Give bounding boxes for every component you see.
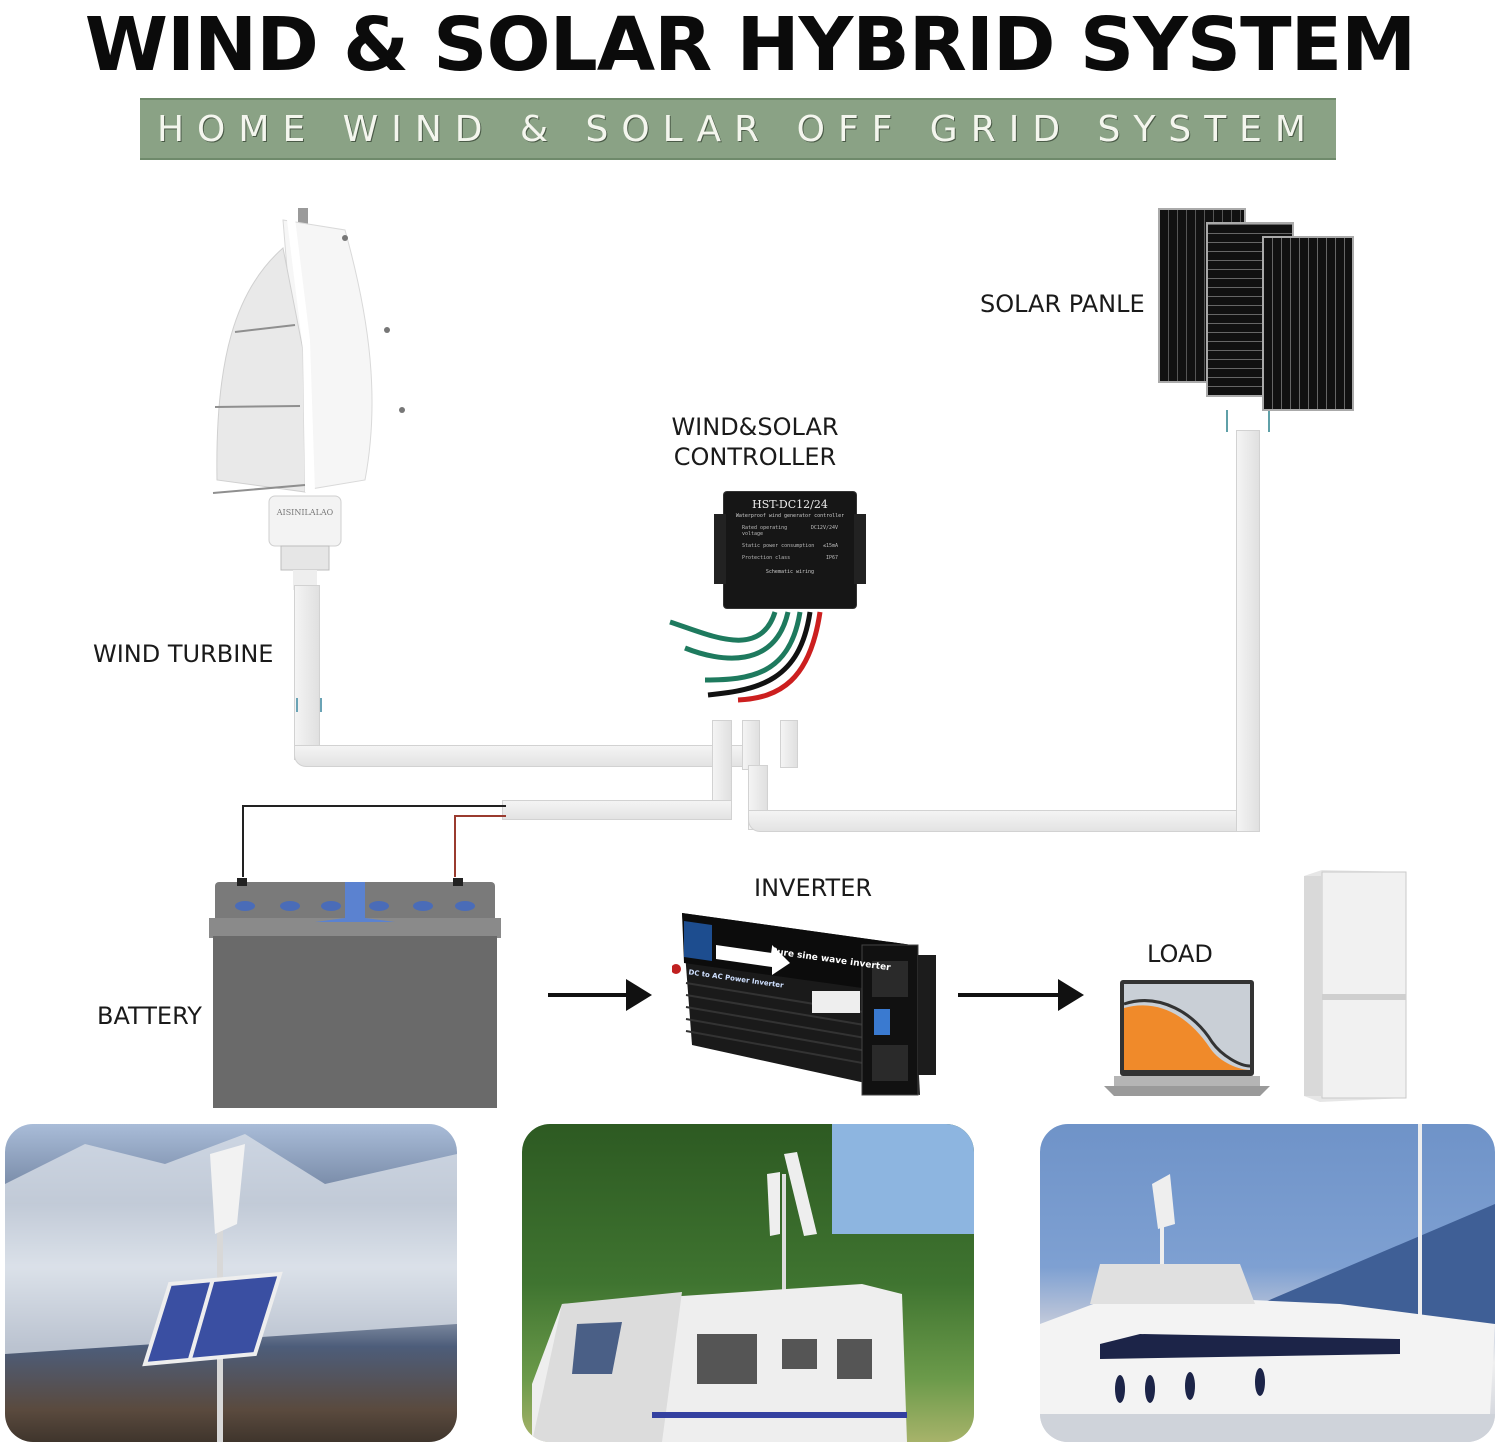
- battery-positive-wire: [454, 815, 506, 877]
- laptop-icon: [1100, 978, 1275, 1100]
- wind-turbine-label: WIND TURBINE: [93, 640, 274, 668]
- battery-to-inverter-arrow: [548, 979, 652, 1011]
- battery-negative-wire: [242, 805, 506, 877]
- turbine-horizontal-pipe: [294, 745, 750, 767]
- battery-pipe: [502, 800, 732, 820]
- wind-solar-controller: HST-DC12/24 Waterproof wind generator co…: [714, 492, 866, 608]
- subtitle-banner: HOME WIND & SOLAR OFF GRID SYSTEM: [140, 98, 1336, 160]
- turbine-brand-text: AISINILALAO: [276, 508, 334, 517]
- inverter-image: Pure sine wave inverter DC to AC Power I…: [671, 905, 942, 1100]
- controller-subtitle: Waterproof wind generator controller: [735, 513, 845, 519]
- application-photo-mountain: [5, 1124, 457, 1442]
- battery-image: [205, 876, 505, 1110]
- wire-stubs: [296, 698, 322, 712]
- solar-horizontal-pipe: [748, 810, 1260, 832]
- controller-label: WIND&SOLAR CONTROLLER: [650, 412, 860, 472]
- controller-spec-row: Static power consumption≤15mA: [742, 543, 838, 549]
- wind-turbine-image: AISINILALAO: [195, 200, 415, 590]
- controller-label-line2: CONTROLLER: [673, 443, 837, 471]
- solar-panel-image: [1158, 208, 1354, 413]
- turbine-pipe: [294, 585, 320, 760]
- page-title: WIND & SOLAR HYBRID SYSTEM: [84, 2, 1417, 88]
- load-label: LOAD: [1147, 940, 1213, 968]
- controller-wiring-title: Schematic wiring: [765, 569, 815, 575]
- inverter-to-load-arrow: [958, 979, 1084, 1011]
- controller-pipe-3: [780, 720, 798, 768]
- solar-vertical-pipe: [1236, 430, 1260, 832]
- controller-label-line1: WIND&SOLAR: [671, 413, 839, 441]
- wire-stubs: [1226, 410, 1270, 432]
- solar-panel-label: SOLAR PANLE: [980, 290, 1145, 318]
- subtitle-text: HOME WIND & SOLAR OFF GRID SYSTEM: [156, 108, 1319, 150]
- application-photo-caravan: [522, 1124, 974, 1442]
- controller-model: HST-DC12/24: [752, 498, 828, 511]
- battery-label: BATTERY: [97, 1002, 202, 1030]
- inverter-label: INVERTER: [754, 874, 873, 902]
- refrigerator-icon: [1300, 868, 1408, 1104]
- controller-pipe-2: [742, 720, 760, 770]
- application-photo-yacht: [1040, 1124, 1495, 1442]
- solar-panel-3: [1262, 236, 1354, 411]
- controller-wires: [669, 611, 823, 703]
